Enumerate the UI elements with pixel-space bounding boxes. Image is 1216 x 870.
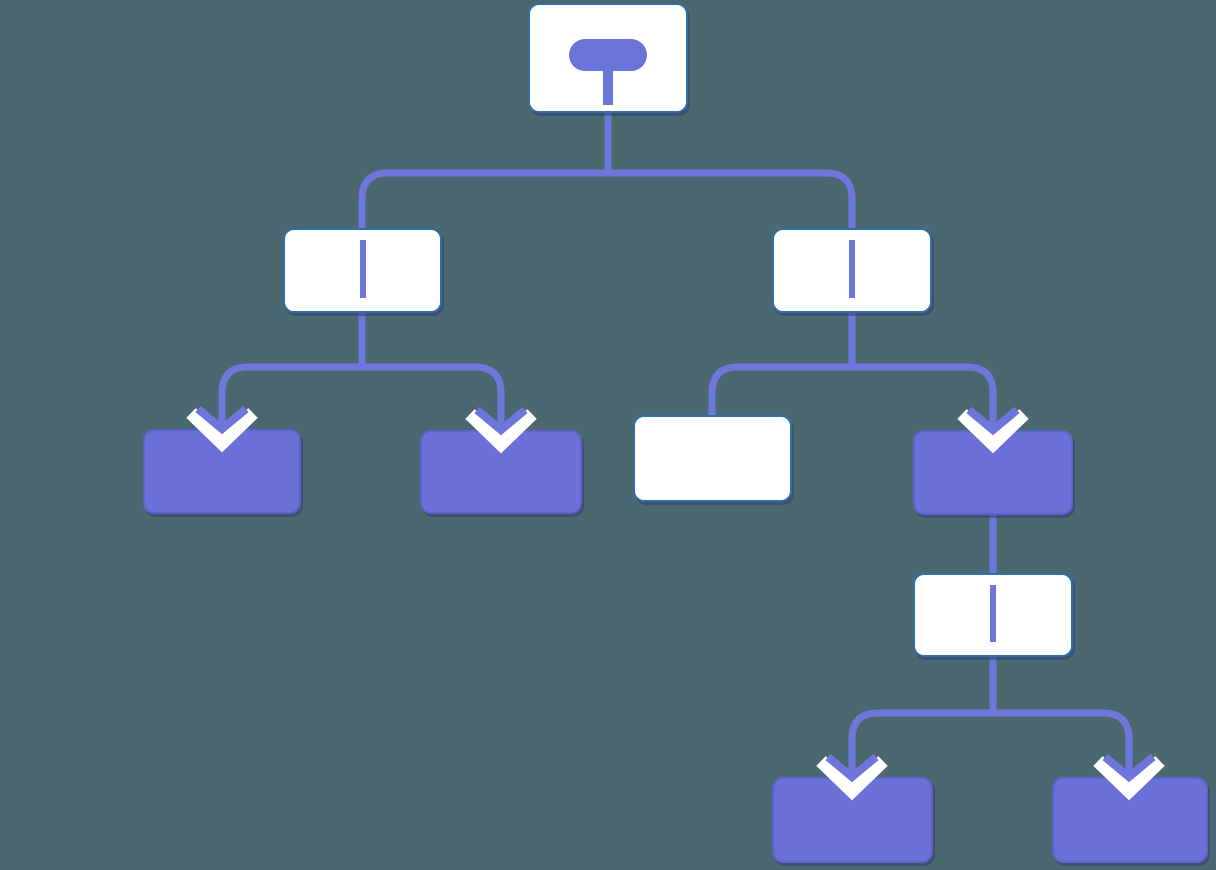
pass-through-line	[849, 240, 855, 298]
child-node-plain	[633, 415, 792, 502]
child-node-arrow	[913, 430, 1073, 515]
pass-through-line	[990, 585, 996, 642]
branch-node-right	[772, 228, 932, 313]
leaf-node-left-2	[420, 430, 582, 514]
pill-stem	[603, 69, 613, 105]
root-node	[528, 3, 688, 113]
leaf-node-left-1	[143, 429, 301, 514]
leaf-node-bottom-1	[772, 777, 933, 863]
branch-node-bottom	[913, 573, 1073, 657]
branch-node-left	[283, 228, 442, 313]
leaf-node-bottom-2	[1052, 777, 1208, 863]
pass-through-line	[359, 240, 366, 298]
pill-icon	[569, 39, 647, 71]
